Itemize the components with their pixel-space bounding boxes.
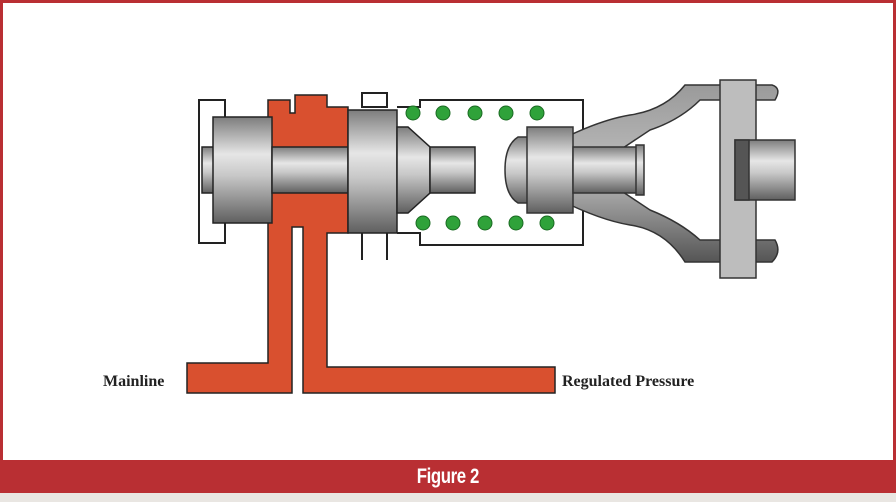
adjuster-assembly [504,79,796,279]
valve-spool [201,109,476,234]
caption-text: Figure 2 [416,465,480,488]
top-port-block [361,92,388,108]
regulated-pressure-label: Regulated Pressure [562,373,694,390]
figure-caption: Figure 2 [0,460,896,493]
spring [405,105,555,231]
mainline-label: Mainline [103,373,164,390]
